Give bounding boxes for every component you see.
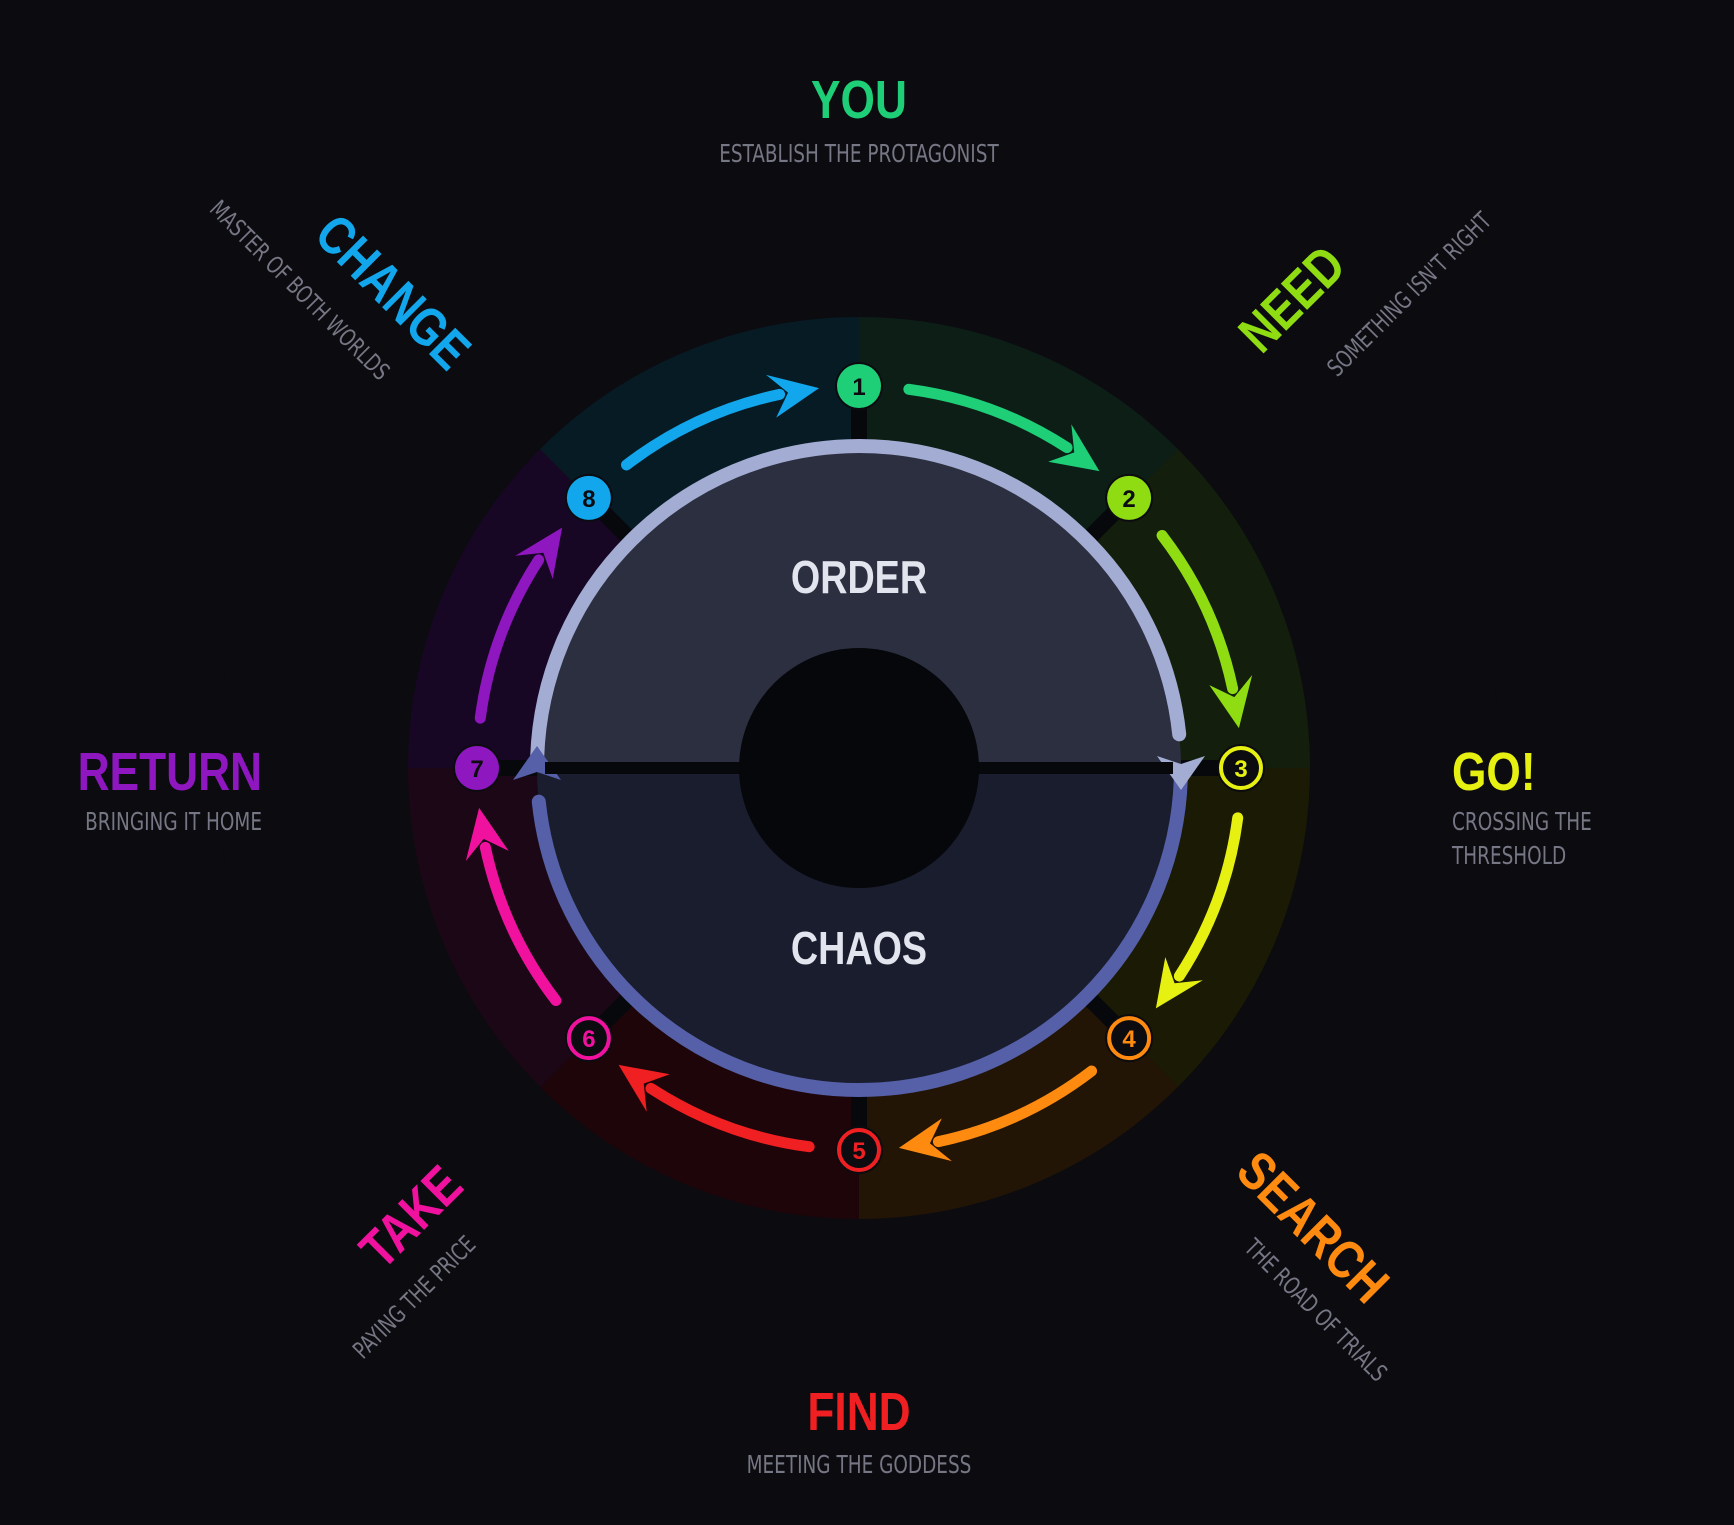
node-1: 1 [835, 362, 883, 410]
arc-8 [620, 388, 786, 471]
order-half [537, 446, 1181, 768]
chaos-half [537, 768, 1181, 1090]
arrowhead-3 [1155, 957, 1203, 1009]
stage-5-title: FIND [807, 1382, 910, 1442]
node-5: 5 [835, 1126, 883, 1174]
node-number: 2 [1122, 486, 1135, 513]
order-label: ORDER [791, 551, 927, 602]
outer-mask [218, 127, 1500, 1409]
stage-7-title: RETURN [78, 742, 262, 802]
node-circle [566, 1016, 611, 1061]
node-group: 1 2 3 4 5 6 7 8 [453, 362, 1265, 1174]
node-circle [1107, 475, 1152, 520]
arc-7 [474, 554, 545, 724]
arc-4 [932, 1065, 1098, 1148]
node-number: 7 [470, 756, 483, 783]
chaos-label: CHAOS [791, 922, 927, 973]
arrowhead-4 [898, 1118, 952, 1162]
node-circle [1219, 746, 1263, 790]
arc-3 [1173, 812, 1244, 982]
stage-2-subtitle: SOMETHING ISN'T RIGHT [1323, 207, 1498, 382]
arc-2 [1156, 529, 1239, 695]
node-number: 1 [852, 374, 865, 401]
stage-5-subtitle: MEETING THE GODDESS [747, 1451, 972, 1479]
arrowhead-7 [515, 527, 563, 579]
node-8: 8 [564, 473, 613, 522]
node-3: 3 [1217, 744, 1265, 792]
node-number: 5 [852, 1138, 865, 1165]
node-number: 8 [582, 486, 595, 513]
node-4: 4 [1105, 1014, 1154, 1063]
node-circle [1107, 1016, 1152, 1061]
node-number: 4 [1122, 1026, 1136, 1053]
stage-3-subtitle-line-2: THRESHOLD [1451, 842, 1566, 870]
arrowhead-8 [766, 374, 820, 418]
node-circle [837, 364, 881, 408]
node-7: 7 [453, 744, 501, 792]
node-number: 3 [1234, 756, 1247, 783]
arrowhead-2 [1209, 675, 1253, 729]
order-ring [530, 438, 1187, 764]
arc-6 [479, 841, 562, 1007]
arc-1 [903, 383, 1073, 454]
stage-3-title: GO! [1452, 742, 1536, 802]
arrowhead-5 [618, 1064, 670, 1112]
node-2: 2 [1105, 473, 1154, 522]
center-core [739, 648, 979, 888]
node-circle [566, 475, 611, 520]
node-circle [837, 1128, 881, 1172]
node-6: 6 [564, 1014, 613, 1063]
stage-7-subtitle: BRINGING IT HOME [85, 808, 262, 836]
center-group: ORDER CHAOS [513, 438, 1205, 1097]
arrowhead-6 [465, 807, 509, 861]
arc-group [465, 374, 1253, 1162]
stage-1-title: YOU [811, 70, 907, 130]
stage-3-subtitle-line-1: CROSSING THE [1452, 808, 1592, 836]
node-number: 6 [582, 1026, 595, 1053]
node-circle [455, 746, 499, 790]
arrowhead-1 [1048, 424, 1100, 472]
chaos-ring [531, 772, 1188, 1097]
stage-1-subtitle: ESTABLISH THE PROTAGONIST [719, 140, 999, 168]
arc-5 [645, 1082, 815, 1153]
